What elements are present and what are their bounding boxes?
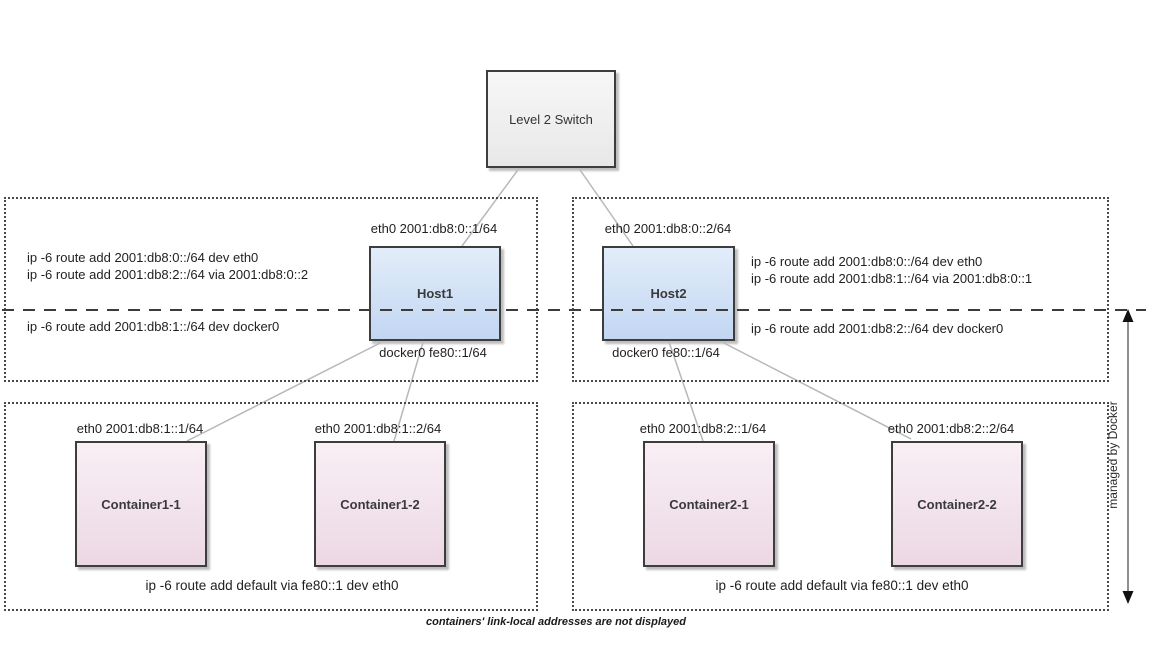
managed-by-docker-label: managed by Docker bbox=[1106, 401, 1120, 509]
host1-lower-route: ip -6 route add 2001:db8:1::/64 dev dock… bbox=[27, 318, 279, 335]
level2-switch-label: Level 2 Switch bbox=[509, 111, 593, 127]
host1-upper-routes: ip -6 route add 2001:db8:0::/64 dev eth0… bbox=[27, 249, 308, 283]
container1-2-node: Container1-2 bbox=[314, 441, 446, 567]
container1-2-label: Container1-2 bbox=[340, 496, 420, 512]
host2-upper-routes: ip -6 route add 2001:db8:0::/64 dev eth0… bbox=[751, 253, 1032, 287]
host1-label: Host1 bbox=[416, 286, 454, 301]
container1-1-eth0-label: eth0 2001:db8:1::1/64 bbox=[76, 421, 204, 436]
container2-2-eth0-label: eth0 2001:db8:2::2/64 bbox=[887, 421, 1015, 436]
host1-node: Host1 bbox=[369, 246, 501, 341]
host1-eth0-label: eth0 2001:db8:0::1/64 bbox=[370, 221, 498, 236]
host2-lower-route: ip -6 route add 2001:db8:2::/64 dev dock… bbox=[751, 320, 1003, 337]
host2-node: Host2 bbox=[602, 246, 735, 341]
container1-1-label: Container1-1 bbox=[101, 496, 181, 512]
container1-2-eth0-label: eth0 2001:db8:1::2/64 bbox=[314, 421, 442, 436]
route-command: ip -6 route add 2001:db8:2::/64 via 2001… bbox=[27, 267, 309, 282]
container2-2-label: Container2-2 bbox=[917, 496, 997, 512]
container2-2-node: Container2-2 bbox=[891, 441, 1023, 567]
route-command: ip -6 route add 2001:db8:0::/64 dev eth0 bbox=[751, 254, 983, 269]
route-command: ip -6 route add 2001:db8:0::/64 dev eth0 bbox=[27, 250, 259, 265]
container1-1-node: Container1-1 bbox=[75, 441, 207, 567]
arrow-head-down-icon bbox=[1122, 591, 1134, 604]
host2-docker0-label: docker0 fe80::1/64 bbox=[612, 345, 720, 360]
route-command: ip -6 route add 2001:db8:1::/64 via 2001… bbox=[751, 271, 1033, 286]
host1-docker0-label: docker0 fe80::1/64 bbox=[379, 345, 487, 360]
arrow-head-up-icon bbox=[1122, 309, 1134, 322]
container2-1-node: Container2-1 bbox=[643, 441, 775, 567]
container-group2-frame bbox=[572, 402, 1109, 611]
level2-switch-node: Level 2 Switch bbox=[486, 70, 616, 168]
container2-1-label: Container2-1 bbox=[669, 496, 749, 512]
managed-by-docker-arrow bbox=[1122, 309, 1134, 604]
container2-1-eth0-label: eth0 2001:db8:2::1/64 bbox=[639, 421, 767, 436]
group2-default-route: ip -6 route add default via fe80::1 dev … bbox=[715, 578, 969, 593]
container-group1-frame bbox=[4, 402, 538, 611]
group1-default-route: ip -6 route add default via fe80::1 dev … bbox=[145, 578, 399, 593]
host1-group-frame bbox=[4, 197, 538, 382]
diagram-footnote: containers' link-local addresses are not… bbox=[426, 616, 686, 628]
host2-label: Host2 bbox=[650, 286, 687, 301]
host2-group-frame bbox=[572, 197, 1109, 382]
route-command: ip -6 route add 2001:db8:2::/64 dev dock… bbox=[751, 321, 1004, 336]
host2-eth0-label: eth0 2001:db8:0::2/64 bbox=[604, 221, 732, 236]
route-command: ip -6 route add 2001:db8:1::/64 dev dock… bbox=[27, 319, 280, 334]
